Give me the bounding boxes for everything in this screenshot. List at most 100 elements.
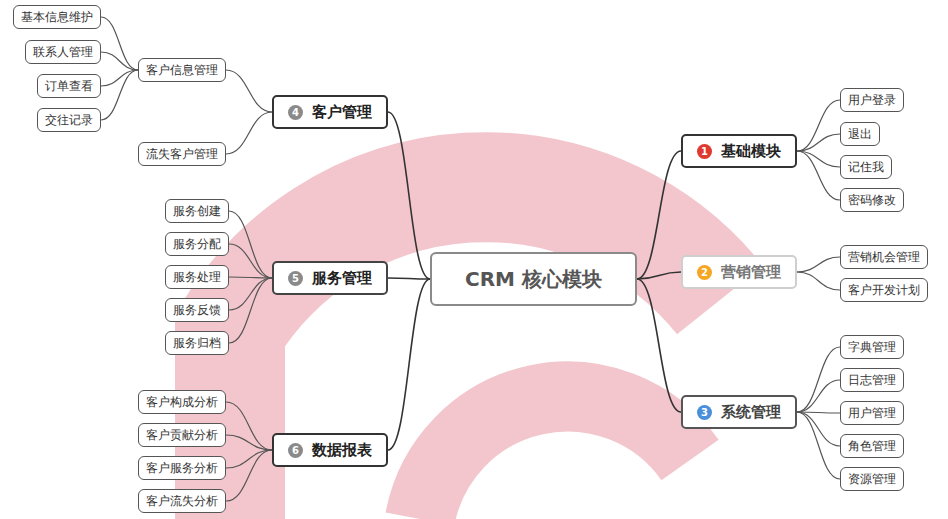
topic-label: 密码修改 — [848, 192, 896, 209]
branch-topic: 4 客户管理 — [272, 95, 388, 129]
branch-connector — [797, 272, 840, 290]
branch-connector — [226, 112, 272, 154]
topic-label: 客户管理 — [312, 103, 372, 122]
topic-label: 用户登录 — [848, 92, 896, 109]
branch-connector — [388, 278, 430, 279]
topic-label: 客户信息管理 — [146, 62, 218, 79]
leaf-topic: 基本信息维护 — [13, 5, 101, 29]
topic-label: 数据报表 — [312, 441, 372, 460]
root-topic: CRM 核心模块 — [430, 252, 637, 306]
branch-connector — [388, 279, 430, 450]
topic-label: 基础模块 — [721, 142, 781, 161]
leaf-topic: 密码修改 — [840, 188, 904, 212]
leaf-topic: 服务分配 — [165, 232, 229, 256]
leaf-topic: 营销机会管理 — [840, 245, 928, 269]
branch-connector — [797, 412, 840, 479]
leaf-topic: 服务处理 — [165, 265, 229, 289]
topic-label: 流失客户管理 — [146, 146, 218, 163]
branch-topic: 5 服务管理 — [272, 261, 388, 295]
branch-connector — [226, 450, 272, 468]
branch-connector — [101, 17, 138, 70]
leaf-topic: 客户贡献分析 — [138, 423, 226, 447]
branch-connector — [229, 278, 272, 343]
topic-label: 订单查看 — [45, 78, 93, 95]
branch-connector — [229, 211, 272, 278]
topic-label: 服务创建 — [173, 203, 221, 220]
topic-label: 日志管理 — [848, 372, 896, 389]
topic-label: 系统管理 — [721, 403, 781, 422]
topic-label: 角色管理 — [848, 438, 896, 455]
leaf-topic: 客户信息管理 — [138, 58, 226, 82]
leaf-topic: 联系人管理 — [25, 40, 101, 64]
topic-label: 联系人管理 — [33, 44, 93, 61]
topic-label: 服务分配 — [173, 236, 221, 253]
topic-label: 客户服务分析 — [146, 460, 218, 477]
leaf-topic: 客户服务分析 — [138, 456, 226, 480]
leaf-topic: 资源管理 — [840, 467, 904, 491]
leaf-topic: 客户开发计划 — [840, 278, 928, 302]
callout-number: 6 — [288, 443, 303, 458]
topic-label: CRM 核心模块 — [465, 266, 602, 293]
topic-label: 记住我 — [848, 159, 884, 176]
branch-connector — [101, 52, 138, 70]
topic-label: 基本信息维护 — [21, 9, 93, 26]
topic-label: 营销机会管理 — [848, 249, 920, 266]
branch-connector — [226, 70, 272, 112]
callout-number: 5 — [288, 271, 303, 286]
topic-label: 客户构成分析 — [146, 394, 218, 411]
leaf-topic: 用户登录 — [840, 88, 904, 112]
leaf-topic: 交往记录 — [37, 108, 101, 132]
leaf-topic: 记住我 — [840, 155, 892, 179]
branch-connector — [226, 435, 272, 450]
topic-label: 客户开发计划 — [848, 282, 920, 299]
topic-label: 服务反馈 — [173, 302, 221, 319]
callout-number: 2 — [697, 265, 712, 280]
branch-connector — [101, 70, 138, 120]
branch-topic: 6 数据报表 — [272, 433, 388, 467]
leaf-topic: 流失客户管理 — [138, 142, 226, 166]
branch-connector — [797, 100, 840, 151]
branch-connector — [797, 347, 840, 412]
topic-label: 营销管理 — [721, 263, 781, 282]
branch-topic: 2 营销管理 — [681, 255, 797, 289]
leaf-topic: 字典管理 — [840, 335, 904, 359]
leaf-topic: 服务创建 — [165, 199, 229, 223]
branch-connector — [797, 134, 840, 151]
leaf-topic: 退出 — [840, 122, 880, 146]
callout-number: 1 — [697, 144, 712, 159]
branch-connector — [226, 450, 272, 501]
leaf-topic: 服务反馈 — [165, 298, 229, 322]
branch-connector — [637, 279, 681, 412]
branch-connector — [229, 278, 272, 310]
leaf-topic: 订单查看 — [37, 74, 101, 98]
leaf-topic: 客户构成分析 — [138, 390, 226, 414]
leaf-topic: 客户流失分析 — [138, 489, 226, 513]
branch-connector — [226, 402, 272, 450]
branch-connector — [797, 412, 840, 446]
leaf-topic: 用户管理 — [840, 401, 904, 425]
topic-label: 客户流失分析 — [146, 493, 218, 510]
branch-topic: 3 系统管理 — [681, 395, 797, 429]
leaf-topic: 日志管理 — [840, 368, 904, 392]
leaf-topic: 角色管理 — [840, 434, 904, 458]
branch-connector — [229, 277, 272, 278]
callout-number: 3 — [697, 405, 712, 420]
topic-label: 字典管理 — [848, 339, 896, 356]
leaf-topic: 服务归档 — [165, 331, 229, 355]
watermark-shape — [230, 187, 720, 519]
topic-label: 客户贡献分析 — [146, 427, 218, 444]
topic-label: 资源管理 — [848, 471, 896, 488]
branch-topic: 1 基础模块 — [681, 134, 797, 168]
branch-connector — [229, 244, 272, 278]
branch-connector — [637, 151, 681, 279]
branch-connector — [797, 380, 840, 412]
branch-connector — [797, 151, 840, 200]
topic-label: 交往记录 — [45, 112, 93, 129]
callout-number: 4 — [288, 105, 303, 120]
topic-label: 退出 — [848, 126, 872, 143]
topic-label: 服务归档 — [173, 335, 221, 352]
topic-label: 服务管理 — [312, 269, 372, 288]
branch-connector — [797, 257, 840, 272]
topic-label: 服务处理 — [173, 269, 221, 286]
